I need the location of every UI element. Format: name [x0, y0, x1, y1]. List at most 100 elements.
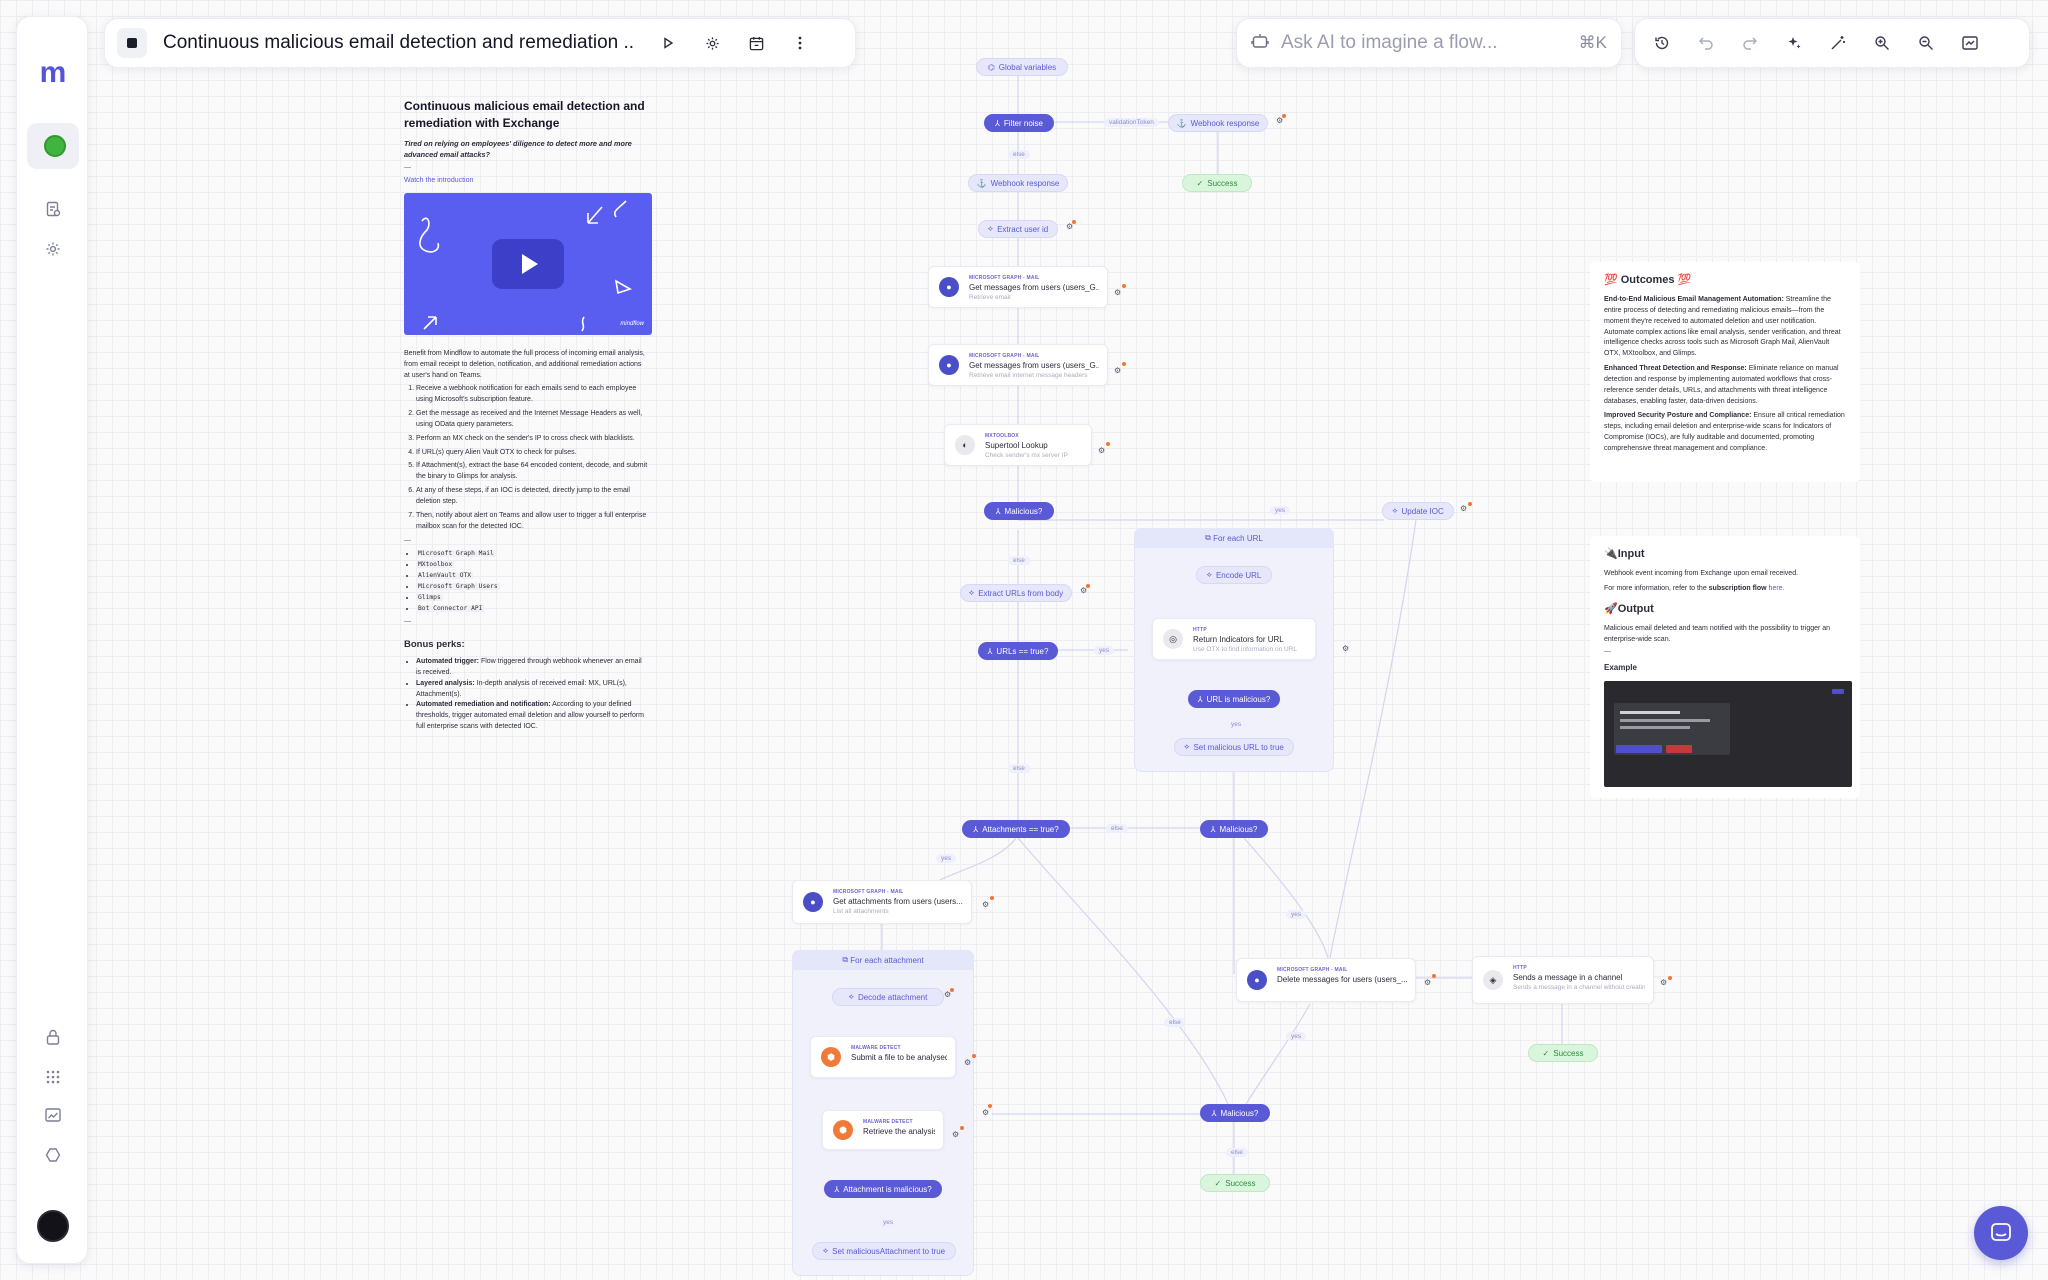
branch-icon: ⅄: [994, 118, 1000, 128]
filter-noise-node[interactable]: ⅄Filter noise: [984, 114, 1054, 132]
stop-icon[interactable]: [117, 28, 147, 58]
ai-flow-search[interactable]: Ask AI to imagine a flow... ⌘K: [1236, 18, 1622, 68]
card-subtitle: List all attachments: [833, 908, 889, 915]
card-subtitle: Use OTX to find information on URL: [1193, 646, 1298, 653]
lock-icon[interactable]: [37, 1021, 69, 1053]
delete-messages-card[interactable]: ● MICROSOFT GRAPH - MAIL Delete messages…: [1236, 958, 1416, 1002]
get-attachments-card[interactable]: ● MICROSOFT GRAPH - MAIL Get attachments…: [792, 880, 972, 924]
node-settings-icon[interactable]: ⚙: [1460, 504, 1468, 513]
set-malicious-url-node[interactable]: ⟡Set malicious URL to true: [1174, 738, 1294, 756]
workspace-avatar[interactable]: [44, 135, 66, 157]
redo-icon[interactable]: [1735, 28, 1765, 58]
input-output-note: 🔌Input Webhook event incoming from Excha…: [1590, 536, 1860, 798]
app-logo[interactable]: m: [39, 56, 67, 89]
retrieve-analysis-card[interactable]: ⬢ MALWARE DETECT Retrieve the analysis: [822, 1110, 944, 1150]
zoom-out-icon[interactable]: [1911, 28, 1941, 58]
node-settings-icon[interactable]: ⚙: [982, 1108, 990, 1117]
description-subtitle: Tired on relying on employees' diligence…: [404, 138, 632, 159]
history-icon[interactable]: [1647, 28, 1677, 58]
list-item: Bot Connector API: [416, 604, 648, 615]
send-message-card[interactable]: ◈ HTTP Sends a message in a channel Send…: [1472, 956, 1654, 1004]
list-item: Then, notify about alert on Teams and al…: [416, 511, 648, 533]
run-icon[interactable]: [653, 28, 683, 58]
get-messages-card[interactable]: ● MICROSOFT GRAPH - MAIL Get messages fr…: [928, 266, 1108, 308]
extract-user-id-node[interactable]: ⟡Extract user id: [978, 220, 1058, 238]
node-settings-icon[interactable]: ⚙: [1660, 978, 1668, 987]
user-avatar[interactable]: [37, 1210, 69, 1242]
microsoft-graph-icon: ●: [939, 277, 959, 297]
zoom-in-icon[interactable]: [1867, 28, 1897, 58]
edge-label: else: [1226, 1148, 1248, 1157]
update-ioc-node[interactable]: ⟡Update IOC: [1382, 502, 1454, 520]
malicious-check-node[interactable]: ⅄Malicious?: [1200, 1104, 1270, 1122]
malicious-check-node[interactable]: ⅄Malicious?: [1200, 820, 1268, 838]
node-settings-icon[interactable]: ⚙: [1114, 288, 1122, 297]
edge-label: else: [1008, 556, 1030, 565]
malicious-check-node[interactable]: ⅄Malicious?: [984, 502, 1054, 520]
undo-icon[interactable]: [1691, 28, 1721, 58]
more-options-icon[interactable]: [785, 28, 815, 58]
flow-title[interactable]: Continuous malicious email detection and…: [163, 32, 635, 53]
subscription-link[interactable]: here.: [1766, 584, 1785, 592]
node-settings-icon[interactable]: ⚙: [1424, 978, 1432, 987]
alert-dot: [1072, 220, 1076, 224]
encode-url-node[interactable]: ⟡Encode URL: [1196, 566, 1272, 584]
sparkle-icon[interactable]: [1779, 28, 1809, 58]
node-settings-icon[interactable]: ⚙: [964, 1058, 972, 1067]
magic-wand-icon[interactable]: [1823, 28, 1853, 58]
node-settings-icon[interactable]: ⚙: [1080, 586, 1088, 595]
webhook-response-node[interactable]: ⚓Webhook response: [1168, 114, 1268, 132]
malware-detect-icon: ⬢: [821, 1047, 841, 1067]
url-malicious-node[interactable]: ⅄URL is malicious?: [1188, 690, 1280, 708]
hexagon-icon[interactable]: [37, 1139, 69, 1171]
webhook-response-node[interactable]: ⚓Webhook response: [968, 174, 1068, 192]
return-indicators-card[interactable]: ◎ HTTP Return Indicators for URL Use OTX…: [1152, 618, 1316, 660]
node-settings-icon[interactable]: ⚙: [1098, 446, 1106, 455]
success-node[interactable]: ✓Success: [1182, 174, 1252, 192]
success-node[interactable]: ✓Success: [1200, 1174, 1270, 1192]
supertool-lookup-card[interactable]: ◐ MXTOOLBOX Supertool Lookup Check sende…: [944, 424, 1092, 466]
card-title: Supertool Lookup: [985, 441, 1048, 450]
apps-grid-icon[interactable]: [37, 1061, 69, 1093]
intro-video[interactable]: mindflow: [404, 192, 652, 335]
node-settings-icon[interactable]: ⚙: [944, 990, 952, 999]
get-messages-card[interactable]: ● MICROSOFT GRAPH - MAIL Get messages fr…: [928, 344, 1108, 386]
node-settings-icon[interactable]: ⚙: [1114, 366, 1122, 375]
success-node[interactable]: ✓Success: [1528, 1044, 1598, 1062]
alert-dot: [988, 1104, 992, 1108]
submit-file-card[interactable]: ⬢ MALWARE DETECT Submit a file to be ana…: [810, 1036, 956, 1078]
set-malicious-attachment-node[interactable]: ⟡Set maliciousAttachment to true: [812, 1242, 956, 1260]
urls-true-node[interactable]: ⅄URLs == true?: [978, 642, 1058, 660]
alert-dot: [1122, 362, 1126, 366]
alert-dot: [972, 1054, 976, 1058]
support-chat-button[interactable]: [1974, 1206, 2028, 1260]
node-settings-icon[interactable]: ⚙: [1066, 222, 1074, 231]
flow-settings-icon[interactable]: [697, 28, 727, 58]
play-icon[interactable]: [492, 238, 564, 289]
card-kind: HTTP: [1193, 627, 1207, 633]
branch-icon: ⅄: [995, 506, 1001, 516]
card-title: Delete messages for users (users_...: [1277, 975, 1407, 984]
separator: —: [404, 618, 411, 626]
branch-icon: ⅄: [1197, 694, 1203, 704]
analytics-icon[interactable]: [37, 1099, 69, 1131]
settings-icon[interactable]: [37, 233, 69, 265]
separator: —: [1604, 648, 1611, 656]
decode-attachment-node[interactable]: ⟡Decode attachment: [832, 988, 944, 1006]
global-variables-node[interactable]: ⌬Global variables: [976, 58, 1068, 76]
card-subtitle: Sends a message in a channel without cre…: [1513, 984, 1645, 991]
flows-icon[interactable]: [37, 193, 69, 225]
node-settings-icon[interactable]: ⚙: [952, 1130, 960, 1139]
attachment-malicious-node[interactable]: ⅄Attachment is malicious?: [824, 1180, 942, 1198]
calendar-icon[interactable]: [741, 28, 771, 58]
node-settings-icon[interactable]: ⚙: [982, 900, 990, 909]
node-settings-icon[interactable]: ⚙: [1276, 116, 1284, 125]
fit-view-icon[interactable]: [1955, 28, 1985, 58]
edge-label: else: [1106, 824, 1128, 833]
node-settings-icon[interactable]: ⚙: [1342, 644, 1350, 653]
description-intro: Benefit from Mindflow to automate the fu…: [404, 349, 645, 379]
extract-urls-node[interactable]: ⟡Extract URLs from body: [960, 584, 1072, 602]
attachments-true-node[interactable]: ⅄Attachments == true?: [962, 820, 1070, 838]
watch-intro-link[interactable]: Watch the introduction: [404, 177, 474, 185]
card-kind: MALWARE DETECT: [851, 1045, 901, 1051]
